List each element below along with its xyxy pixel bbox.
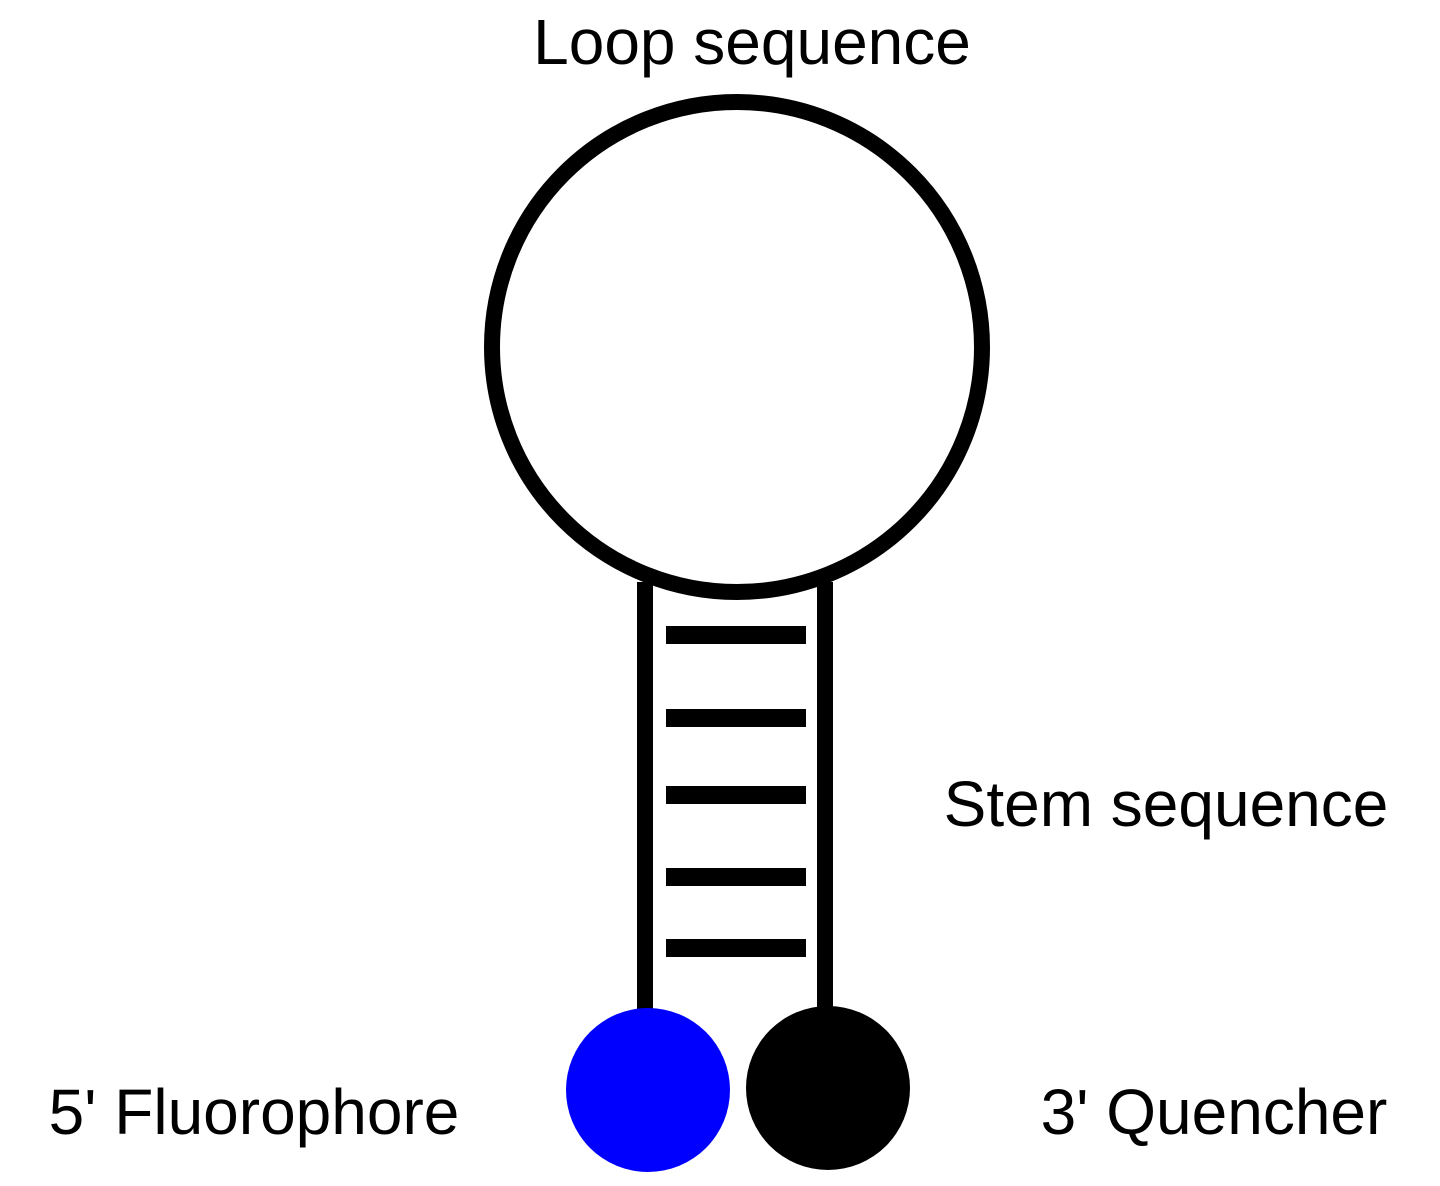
fluorophore-label: 5' Fluorophore (49, 1076, 460, 1148)
fluorophore-circle (566, 1008, 730, 1172)
loop-circle (484, 94, 990, 600)
loop-sequence-label: Loop sequence (533, 6, 971, 78)
quencher-label: 3' Quencher (1041, 1076, 1388, 1148)
stem-sequence-label: Stem sequence (944, 768, 1389, 840)
quencher-circle (746, 1006, 910, 1170)
